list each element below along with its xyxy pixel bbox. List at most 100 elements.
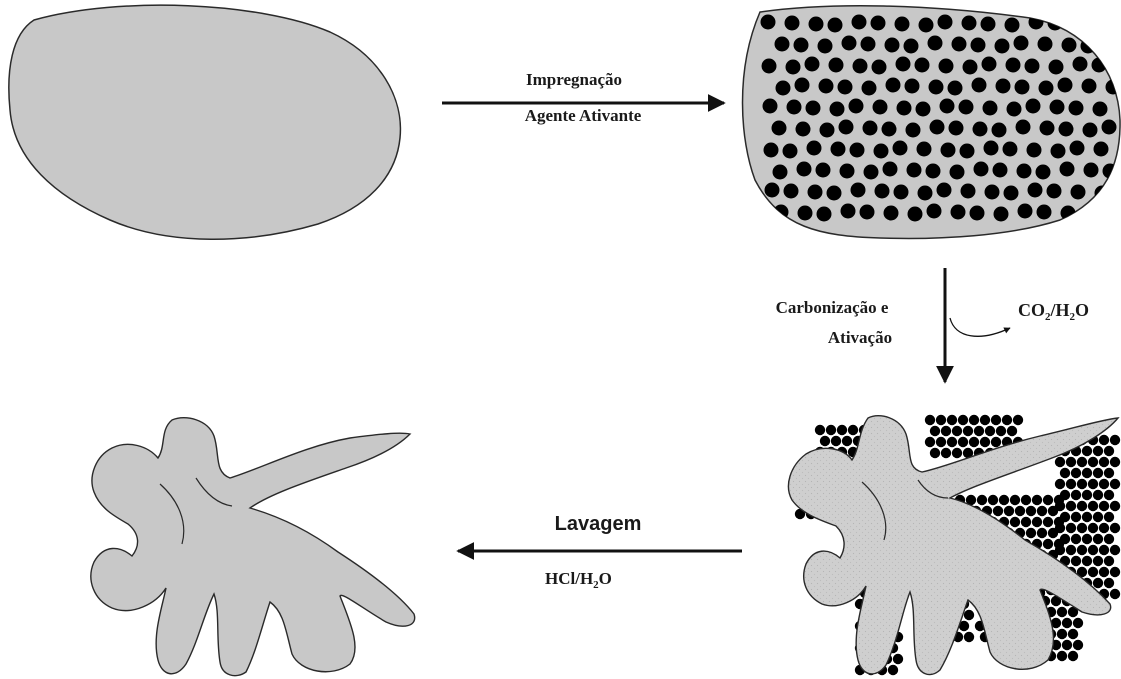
agent-dot [1003, 142, 1018, 157]
agent-dot [939, 59, 954, 74]
residue-dot [1066, 501, 1076, 511]
residue-dot [958, 415, 968, 425]
agent-dot [1016, 120, 1031, 135]
agent-dot [941, 143, 956, 158]
agent-dot [918, 186, 933, 201]
agent-dot [982, 57, 997, 72]
residue-dot [988, 495, 998, 505]
agent-dot [993, 163, 1008, 178]
agent-dot [994, 207, 1009, 222]
residue-dot [1088, 523, 1098, 533]
agent-dot [1061, 206, 1076, 221]
agent-dot [895, 17, 910, 32]
residue-dot [1104, 534, 1114, 544]
agent-dot [861, 37, 876, 52]
agent-dot [871, 16, 886, 31]
agent-dot [830, 102, 845, 117]
residue-dot [974, 426, 984, 436]
agent-dot [1060, 162, 1075, 177]
agent-dot [862, 81, 877, 96]
agent-dot [1071, 185, 1086, 200]
agent-dot [970, 206, 985, 221]
residue-dot [1015, 506, 1025, 516]
residue-dot [826, 425, 836, 435]
residue-dot [925, 415, 935, 425]
residue-dot [1054, 539, 1064, 549]
agent-dot [1017, 164, 1032, 179]
residue-dot [1066, 523, 1076, 533]
agent-dot [962, 16, 977, 31]
agent-dot [1103, 164, 1118, 179]
agent-dot [1073, 57, 1088, 72]
residue-dot [1055, 457, 1065, 467]
agent-dot [773, 165, 788, 180]
agent-dot [1072, 17, 1087, 32]
agent-dot [883, 162, 898, 177]
agent-dot [907, 163, 922, 178]
residue-dot [1066, 457, 1076, 467]
agent-dot [1025, 59, 1040, 74]
agent-dot [828, 18, 843, 33]
agent-dot [851, 183, 866, 198]
residue-dot [1021, 517, 1031, 527]
agent-dot [919, 18, 934, 33]
agent-dot [961, 184, 976, 199]
agent-dot [783, 144, 798, 159]
washing-label: Lavagem [555, 513, 642, 535]
agent-dot [816, 163, 831, 178]
residue-dot [1004, 506, 1014, 516]
agent-dot [1070, 141, 1085, 156]
residue-dot [1110, 545, 1120, 555]
residue-dot [985, 426, 995, 436]
activated-carbon-with-residue [788, 415, 1120, 675]
residue-dot [1071, 556, 1081, 566]
agent-dot [1038, 37, 1053, 52]
residue-dot [1099, 523, 1109, 533]
agent-dot [798, 206, 813, 221]
residue-dot [1088, 479, 1098, 489]
agent-dot [1037, 205, 1052, 220]
residue-dot [1068, 629, 1078, 639]
residue-dot [958, 437, 968, 447]
agent-dot [884, 206, 899, 221]
activating-agent-label: Agente Ativante [525, 106, 642, 125]
residue-dot [1104, 556, 1114, 566]
agent-dot [1004, 186, 1019, 201]
residue-dot [1077, 457, 1087, 467]
agent-dot [1047, 184, 1062, 199]
agent-dot [839, 120, 854, 135]
agent-dot [765, 183, 780, 198]
agent-dot [1104, 204, 1119, 219]
agent-dot [1059, 122, 1074, 137]
agent-dot [797, 162, 812, 177]
agent-dot [971, 38, 986, 53]
agent-dot [841, 204, 856, 219]
residue-dot [1054, 517, 1064, 527]
agent-dot [1049, 60, 1064, 75]
agent-dot [818, 39, 833, 54]
agent-dot [819, 79, 834, 94]
agent-dot [882, 122, 897, 137]
agent-dot [904, 39, 919, 54]
agent-dot [974, 162, 989, 177]
residue-dot [1048, 506, 1058, 516]
agent-dot [1026, 99, 1041, 114]
agent-dot [1082, 79, 1097, 94]
residue-dot [1088, 457, 1098, 467]
agent-dot [796, 122, 811, 137]
residue-dot [842, 436, 852, 446]
residue-dot [1104, 512, 1114, 522]
agent-dot [992, 123, 1007, 138]
residue-dot [1088, 567, 1098, 577]
agent-dot [795, 78, 810, 93]
agent-dot [897, 101, 912, 116]
agent-dot [786, 60, 801, 75]
residue-dot [1110, 435, 1120, 445]
hcl-h2o-label: HCl/H2O [545, 569, 612, 591]
residue-dot [969, 415, 979, 425]
agent-dot [951, 205, 966, 220]
residue-dot [996, 426, 1006, 436]
agent-dot [1080, 207, 1095, 222]
agent-dot [840, 164, 855, 179]
residue-dot [1104, 490, 1114, 500]
